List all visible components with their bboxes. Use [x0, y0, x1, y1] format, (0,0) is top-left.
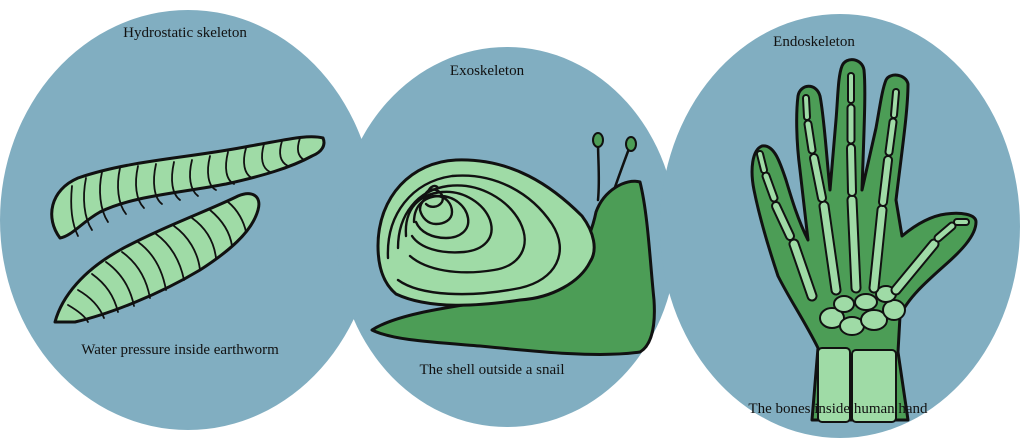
endoskeleton-title: Endoskeleton [773, 34, 855, 50]
exoskeleton-title: Exoskeleton [450, 63, 525, 79]
exoskeleton-caption: The shell outside a snail [420, 362, 565, 378]
hydrostatic-caption: Water pressure inside earthworm [81, 342, 279, 358]
endoskeleton-caption: The bones inside human hand [748, 401, 928, 417]
hydrostatic-title: Hydrostatic skeleton [123, 25, 247, 41]
